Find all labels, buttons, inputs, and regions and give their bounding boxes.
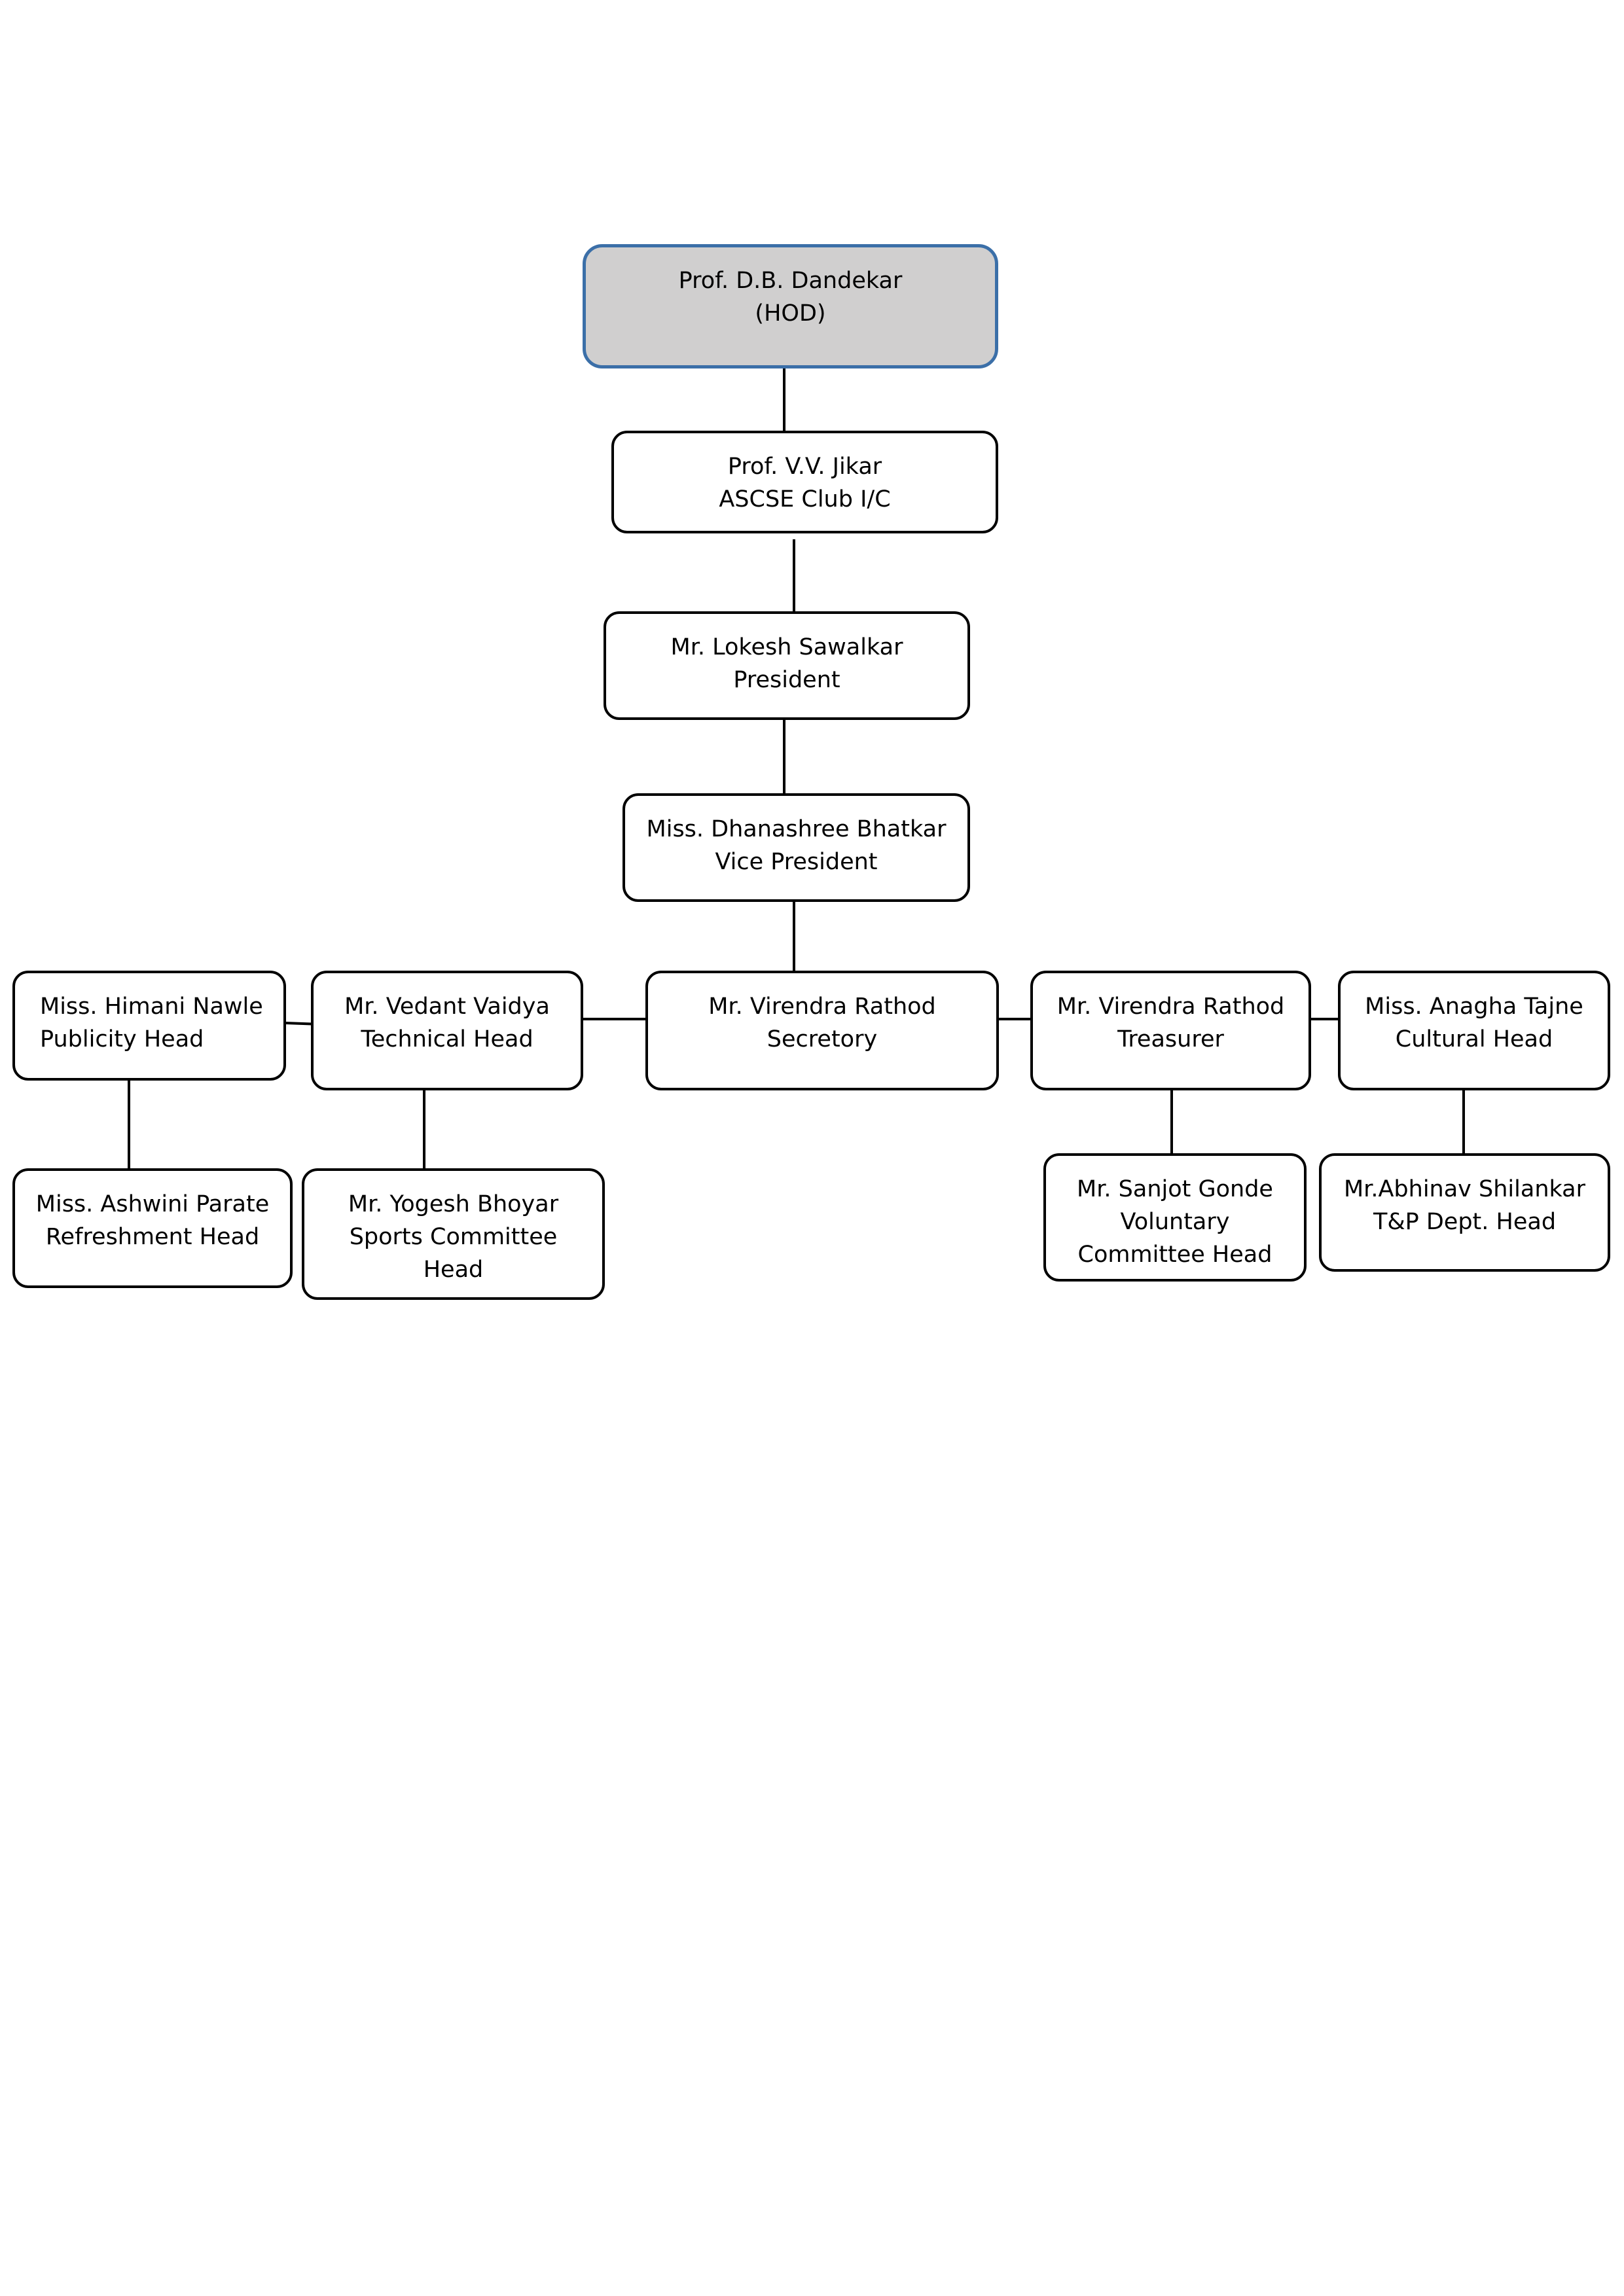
node-secretary-label: Mr. Virendra Rathod Secretory	[708, 990, 936, 1056]
node-cultural-head-name: Miss. Anagha Tajne	[1365, 994, 1583, 1020]
node-club-ic-name: Prof. V.V. Jikar	[727, 454, 882, 480]
node-publicity-head-role: Publicity Head	[40, 1026, 204, 1052]
node-sports-committee-head: Mr. Yogesh Bhoyar Sports Committee Head	[302, 1168, 605, 1300]
node-vice-president-name: Miss. Dhanashree Bhatkar	[646, 816, 947, 842]
node-voluntary-committee-head: Mr. Sanjot Gonde Voluntary Committee Hea…	[1043, 1153, 1307, 1282]
node-president-label: Mr. Lokesh Sawalkar President	[671, 631, 903, 696]
node-tp-dept-head: Mr.Abhinav Shilankar T&P Dept. Head	[1319, 1153, 1610, 1272]
node-voluntary-committee-head-role-line1: Voluntary	[1120, 1209, 1230, 1235]
node-voluntary-committee-head-name: Mr. Sanjot Gonde	[1077, 1176, 1273, 1202]
node-president-name: Mr. Lokesh Sawalkar	[670, 634, 903, 660]
node-cultural-head-label: Miss. Anagha Tajne Cultural Head	[1365, 990, 1583, 1056]
node-technical-head-role: Technical Head	[361, 1026, 533, 1052]
node-refreshment-head: Miss. Ashwini Parate Refreshment Head	[12, 1168, 293, 1288]
node-treasurer-label: Mr. Virendra Rathod Treasurer	[1057, 990, 1285, 1056]
node-publicity-head-name: Miss. Himani Nawle	[40, 994, 263, 1020]
node-tp-dept-head-role: T&P Dept. Head	[1373, 1209, 1557, 1235]
node-cultural-head-role: Cultural Head	[1395, 1026, 1553, 1052]
node-technical-head: Mr. Vedant Vaidya Technical Head	[311, 971, 583, 1090]
node-sports-committee-head-role-line1: Sports Committee	[349, 1224, 558, 1250]
node-refreshment-head-label: Miss. Ashwini Parate Refreshment Head	[36, 1188, 269, 1253]
node-club-ic: Prof. V.V. Jikar ASCSE Club I/C	[611, 431, 998, 533]
node-hod-role: (HOD)	[755, 300, 826, 327]
node-secretary-name: Mr. Virendra Rathod	[708, 994, 936, 1020]
node-club-ic-label: Prof. V.V. Jikar ASCSE Club I/C	[719, 450, 890, 516]
node-president: Mr. Lokesh Sawalkar President	[604, 611, 970, 720]
node-publicity-head: Miss. Himani Nawle Publicity Head	[12, 971, 286, 1081]
node-treasurer-name: Mr. Virendra Rathod	[1056, 994, 1285, 1020]
node-technical-head-name: Mr. Vedant Vaidya	[344, 994, 550, 1020]
node-vice-president-label: Miss. Dhanashree Bhatkar Vice President	[647, 813, 947, 878]
node-hod-label: Prof. D.B. Dandekar (HOD)	[679, 264, 903, 330]
node-cultural-head: Miss. Anagha Tajne Cultural Head	[1338, 971, 1610, 1090]
node-sports-committee-head-label: Mr. Yogesh Bhoyar Sports Committee Head	[348, 1188, 558, 1286]
node-hod-name: Prof. D.B. Dandekar	[678, 268, 903, 294]
node-sports-committee-head-name: Mr. Yogesh Bhoyar	[348, 1191, 559, 1217]
node-voluntary-committee-head-role-line2: Committee Head	[1077, 1242, 1272, 1268]
node-hod: Prof. D.B. Dandekar (HOD)	[583, 244, 998, 368]
node-treasurer-role: Treasurer	[1117, 1026, 1224, 1052]
node-technical-head-label: Mr. Vedant Vaidya Technical Head	[344, 990, 550, 1056]
node-tp-dept-head-name: Mr.Abhinav Shilankar	[1343, 1176, 1585, 1202]
node-refreshment-head-name: Miss. Ashwini Parate	[35, 1191, 270, 1217]
node-secretary-role: Secretory	[767, 1026, 878, 1052]
node-vice-president-role: Vice President	[715, 849, 878, 875]
node-vice-president: Miss. Dhanashree Bhatkar Vice President	[623, 793, 970, 902]
node-treasurer: Mr. Virendra Rathod Treasurer	[1030, 971, 1311, 1090]
node-publicity-head-label: Miss. Himani Nawle Publicity Head	[40, 990, 263, 1056]
node-secretary: Mr. Virendra Rathod Secretory	[645, 971, 999, 1090]
node-sports-committee-head-role-line2: Head	[423, 1257, 484, 1283]
node-refreshment-head-role: Refreshment Head	[45, 1224, 260, 1250]
node-voluntary-committee-head-label: Mr. Sanjot Gonde Voluntary Committee Hea…	[1077, 1173, 1273, 1271]
node-tp-dept-head-label: Mr.Abhinav Shilankar T&P Dept. Head	[1344, 1173, 1585, 1238]
node-club-ic-role: ASCSE Club I/C	[719, 486, 891, 512]
node-president-role: President	[733, 667, 840, 693]
